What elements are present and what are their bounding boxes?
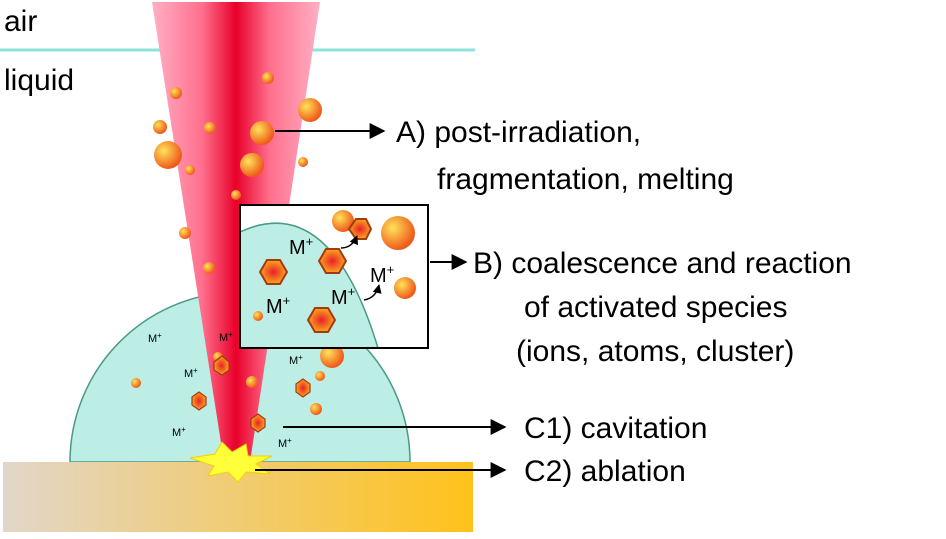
- ion-label: M+: [370, 262, 394, 287]
- hexagon: [191, 391, 207, 411]
- particle: [240, 153, 264, 177]
- particle: [204, 122, 216, 134]
- particle: [315, 371, 325, 381]
- label-b-line3: (ions, atoms, cluster): [516, 335, 794, 368]
- particle: [320, 344, 344, 368]
- particle: [153, 120, 167, 134]
- hexagon: [250, 413, 266, 433]
- label-b-line2: of activated species: [524, 291, 787, 324]
- hexagon: [258, 259, 289, 285]
- ion-label: M+: [331, 284, 355, 309]
- reaction-arrow: [363, 284, 382, 301]
- ion-label: M+: [184, 366, 198, 380]
- particle: [381, 216, 415, 250]
- ion-label: M+: [172, 425, 186, 439]
- laser-beam: [152, 2, 320, 462]
- hexagon: [317, 248, 348, 274]
- reaction-arrow: [340, 235, 359, 249]
- particle: [394, 277, 416, 299]
- ion-label: M+: [219, 330, 233, 344]
- ion-label: M+: [289, 353, 303, 367]
- ion-label: M+: [266, 293, 290, 318]
- particle: [185, 165, 195, 175]
- particle: [250, 121, 274, 145]
- particle: [253, 311, 263, 321]
- particle: [332, 210, 354, 232]
- particle: [298, 98, 322, 122]
- ion-label: M+: [278, 436, 292, 450]
- label-c2: C2) ablation: [524, 455, 686, 488]
- zoom-inset: M+ M+ M+ M+: [239, 204, 429, 349]
- ablation-spark: [189, 441, 273, 483]
- particle: [262, 72, 274, 84]
- particle: [310, 403, 322, 415]
- liquid-label: liquid: [4, 64, 74, 97]
- hexagon: [306, 307, 337, 333]
- small-hexagons: [191, 355, 311, 433]
- hexagon: [213, 355, 230, 376]
- ion-label: M+: [148, 331, 162, 345]
- particle: [170, 87, 182, 99]
- label-a-line2: fragmentation, melting: [437, 163, 734, 196]
- hexagon: [295, 378, 311, 398]
- label-b-line1: B) coalescence and reaction: [473, 247, 852, 280]
- air-label: air: [4, 5, 37, 38]
- label-c1: C1) cavitation: [524, 412, 707, 445]
- particle: [246, 376, 258, 388]
- small-ion-labels: M+ M+ M+ M+ M+ M+: [148, 330, 303, 450]
- label-a-line1: A) post-irradiation,: [396, 116, 641, 149]
- particles: [131, 72, 344, 415]
- particle: [203, 262, 215, 274]
- ion-label: M+: [289, 234, 313, 259]
- particle: [154, 141, 182, 169]
- particle: [298, 157, 308, 167]
- particle: [131, 378, 141, 388]
- particle: [231, 190, 241, 200]
- particle: [179, 227, 191, 239]
